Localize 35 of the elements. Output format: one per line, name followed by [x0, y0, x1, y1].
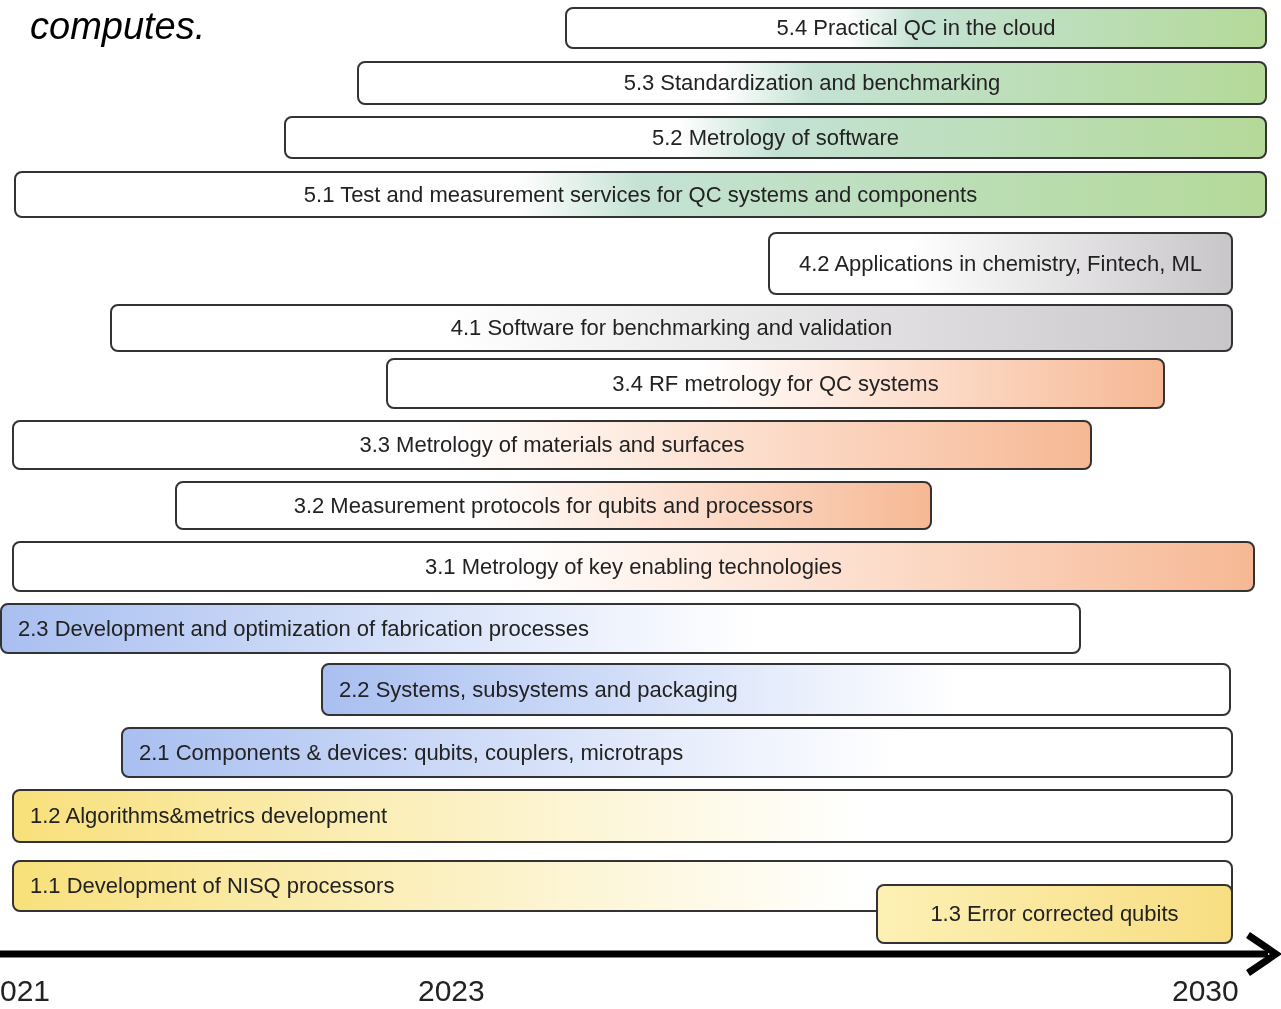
timeline-bar — [284, 116, 1267, 159]
bar-label: 4.1 Software for benchmarking and validation — [450, 314, 893, 342]
timeline-bar — [121, 727, 1233, 778]
bar-label: 4.2 Applications in chemistry, Fintech, ML — [798, 249, 1203, 278]
timeline-bar — [876, 884, 1233, 944]
bar-label: 2.3 Development and optimization of fabrication processes — [18, 614, 590, 643]
bar-label: 2.2 Systems, subsystems and packaging — [339, 675, 738, 704]
bar-label: 1.2 Algorithms&metrics development — [30, 802, 388, 830]
timeline-bar — [110, 304, 1233, 352]
bar-label: 1.1 Development of NISQ processors — [30, 872, 395, 900]
timeline-bar — [386, 358, 1165, 409]
timeline-bar — [12, 420, 1092, 470]
timeline-bar — [0, 603, 1081, 654]
year-label: 2023 — [418, 973, 485, 1009]
bar-label: 3.1 Metrology of key enabling technologies — [424, 552, 842, 581]
bar-label: 5.1 Test and measurement services for QC systems and components — [303, 180, 978, 209]
timeline-bar — [565, 7, 1267, 49]
bar-label: 1.3 Error corrected qubits — [930, 900, 1179, 928]
timeline-bar — [12, 789, 1233, 843]
bar-label: 5.4 Practical QC in the cloud — [776, 14, 1056, 42]
bar-label: 2.1 Components & devices: qubits, couplers, microtraps — [139, 738, 684, 767]
timeline-bar — [321, 663, 1231, 716]
timeline-bar — [12, 541, 1255, 592]
timeline-bar — [175, 481, 932, 530]
timeline-bar — [768, 232, 1233, 295]
bar-label: 3.3 Metrology of materials and surfaces — [359, 431, 745, 459]
bar-label: 3.2 Measurement protocols for qubits and processors — [293, 491, 814, 520]
timeline-bar — [14, 171, 1267, 218]
bar-label: 5.3 Standardization and benchmarking — [623, 69, 1001, 97]
bar-label: 3.4 RF metrology for QC systems — [612, 369, 939, 398]
bar-label: 5.2 Metrology of software — [652, 123, 899, 152]
year-label: 021 — [0, 973, 51, 1009]
year-label: 2030 — [1172, 973, 1239, 1009]
text-fragment: computes. — [30, 4, 206, 49]
timeline-bar — [357, 61, 1267, 105]
